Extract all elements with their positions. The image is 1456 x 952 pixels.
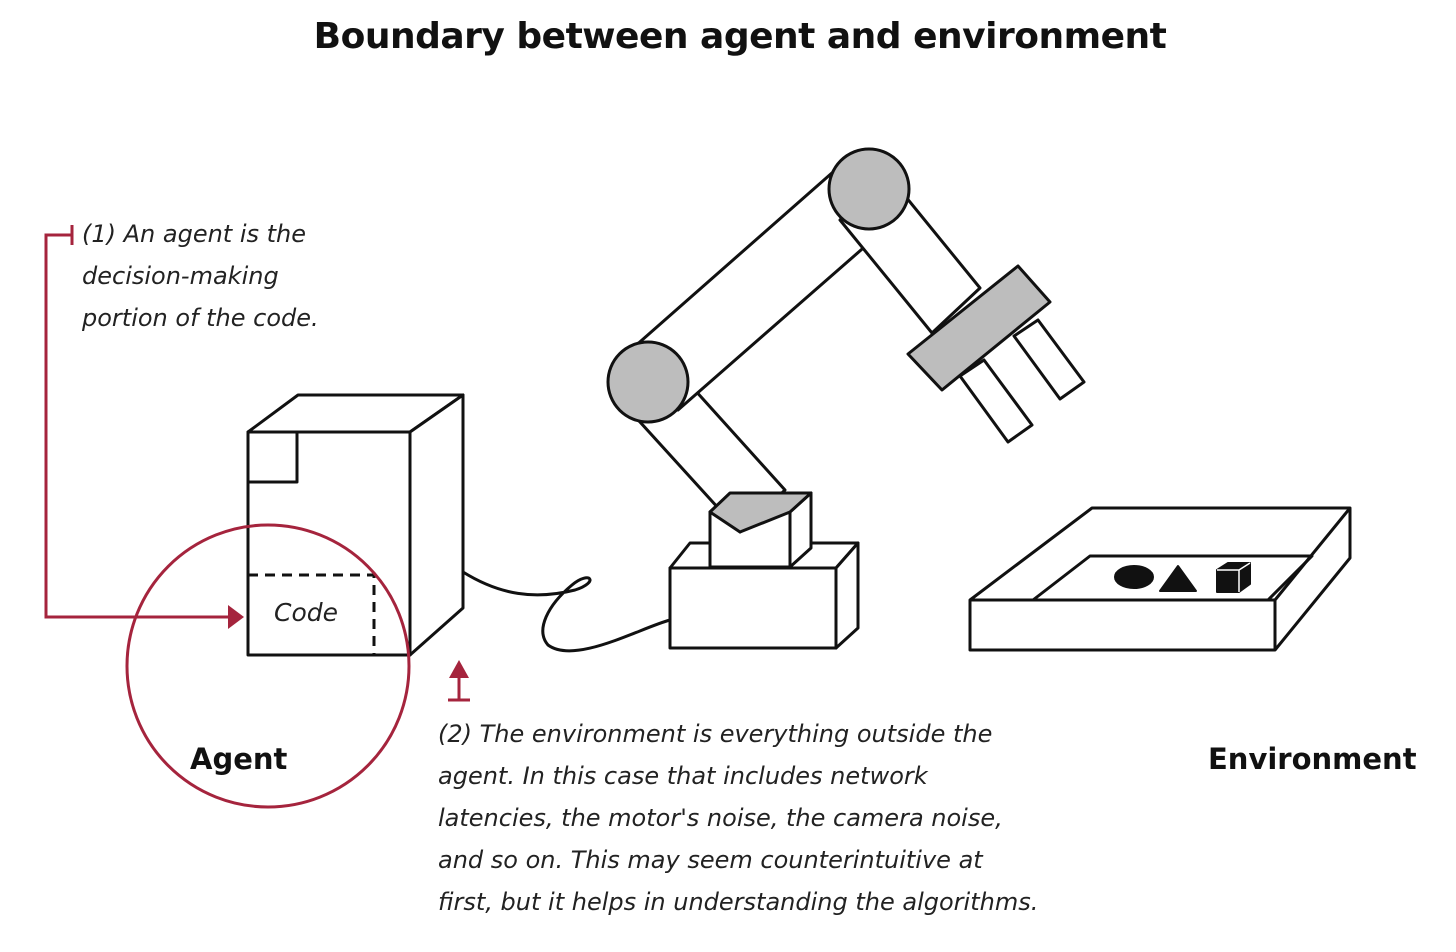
agent-annotation: (1) An agent is the decision-making port… — [82, 213, 319, 339]
environment-label: Environment — [1208, 742, 1417, 776]
computer-box-icon — [246, 393, 465, 657]
agent-annotation-line: decision-making — [82, 262, 279, 290]
agent-annotation-line: (1) An agent is the — [82, 220, 307, 248]
agent-boundary-circle — [125, 523, 411, 809]
code-label: Code — [274, 598, 339, 627]
environment-annotation-line: first, but it helps in understanding the… — [438, 888, 1039, 916]
environment-annotation-line: latencies, the motor's noise, the camera… — [438, 804, 1003, 832]
environment-callout-arrow — [448, 660, 470, 702]
shapes-on-tray-icon — [1114, 562, 1251, 593]
agent-annotation-line: portion of the code. — [82, 304, 319, 332]
environment-annotation: (2) The environment is everything outsid… — [438, 713, 1038, 923]
cable — [462, 570, 671, 653]
robot-arm-icon — [606, 147, 1086, 650]
environment-annotation-line: agent. In this case that includes networ… — [438, 762, 928, 790]
environment-annotation-line: and so on. This may seem counterintuitiv… — [438, 846, 983, 874]
tray-icon — [968, 506, 1352, 652]
agent-label: Agent — [190, 742, 288, 776]
diagram-title: Boundary between agent and environment — [313, 16, 1167, 57]
environment-annotation-line: (2) The environment is everything outsid… — [438, 720, 993, 748]
agent-callout-arrow — [44, 225, 244, 629]
